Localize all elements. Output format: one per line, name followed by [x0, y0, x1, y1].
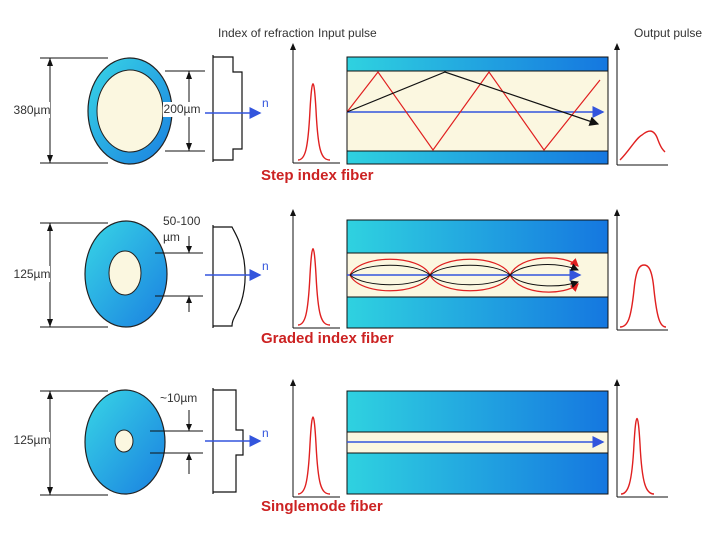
- singlemode-index-profile: n: [205, 388, 269, 494]
- outer-diameter-dimension: 125µm: [14, 222, 108, 328]
- output-pulse-plot: [614, 379, 668, 498]
- outer-diameter-dimension: 380µm: [14, 57, 108, 164]
- outer-diameter-label: 380µm: [14, 103, 51, 117]
- header-output-pulse: Output pulse: [634, 26, 702, 40]
- graded-index-row: 125µm 50-100 µm n: [14, 209, 668, 347]
- header-index-of-refraction: Index of refraction: [218, 26, 314, 40]
- outer-diameter-dimension: 125µm: [14, 390, 108, 496]
- core-cross-section: [114, 429, 134, 453]
- singlemode-fiber-longitudinal: [346, 390, 609, 495]
- index-axis-label: n: [262, 259, 269, 273]
- outer-diameter-label: 125µm: [14, 433, 51, 447]
- graded-index-profile: n: [205, 225, 269, 328]
- index-axis-label: n: [262, 426, 269, 440]
- core-diameter-label: 200µm: [164, 102, 201, 116]
- core-diameter-label: ~10µm: [160, 391, 197, 405]
- input-pulse-plot: [290, 379, 340, 498]
- core-diameter-dimension: 200µm: [163, 70, 205, 152]
- step-index-profile: n: [205, 55, 269, 162]
- output-pulse-plot: [614, 209, 668, 331]
- core-diameter-dimension: ~10µm: [150, 391, 203, 474]
- core-diameter-label-line2: µm: [163, 230, 180, 244]
- outer-diameter-label: 125µm: [14, 267, 51, 281]
- graded-fiber-longitudinal: [346, 219, 609, 329]
- header-input-pulse: Input pulse: [318, 26, 377, 40]
- graded-index-caption: Graded index fiber: [261, 330, 394, 347]
- singlemode-caption: Singlemode fiber: [261, 498, 383, 515]
- input-pulse-plot: [290, 209, 340, 329]
- step-index-caption: Step index fiber: [261, 167, 374, 184]
- input-pulse-plot: [290, 43, 340, 164]
- core-diameter-dimension: 50-100 µm: [155, 214, 203, 312]
- singlemode-row: 125µm ~10µm n: [14, 379, 668, 515]
- core-cross-section: [96, 69, 164, 153]
- output-pulse-plot: [614, 43, 668, 166]
- step-fiber-longitudinal: [346, 56, 609, 165]
- index-axis-label: n: [262, 96, 269, 110]
- core-cross-section: [108, 250, 142, 296]
- step-index-row: 380µm 200µm n: [14, 43, 668, 184]
- core-diameter-label-line1: 50-100: [163, 214, 201, 228]
